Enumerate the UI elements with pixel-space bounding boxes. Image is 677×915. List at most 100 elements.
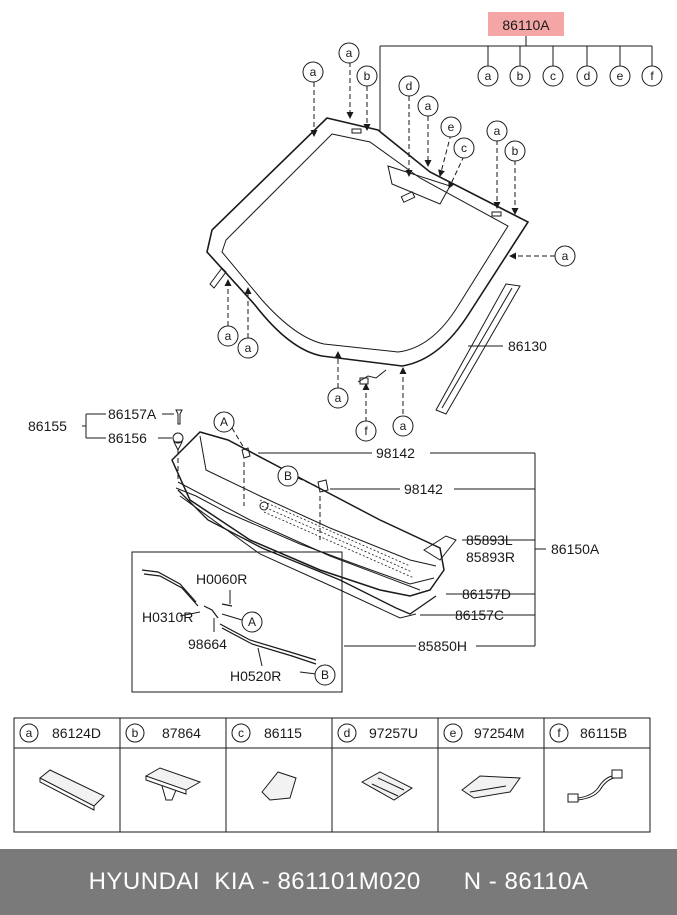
- hose-detail-box: [131, 551, 343, 693]
- svg-text:A: A: [220, 415, 228, 429]
- svg-text:b: b: [512, 144, 519, 158]
- label-86157C[interactable]: 86157C: [455, 607, 504, 623]
- svg-text:a: a: [400, 419, 407, 433]
- label-H0520R[interactable]: H0520R: [230, 668, 281, 684]
- assembly-highlight: [488, 12, 564, 36]
- legend-ref-a: a: [26, 726, 33, 740]
- footer-oem-number[interactable]: 861101M020: [277, 868, 421, 895]
- molding-strip-icon: [39, 769, 105, 811]
- label-86130[interactable]: 86130: [508, 338, 547, 354]
- callout-a-9: a: [392, 415, 414, 437]
- svg-text:a: a: [245, 341, 252, 355]
- sub-ref-d: d: [584, 69, 591, 83]
- label-98664[interactable]: 98664: [188, 636, 227, 652]
- legend-ref-c: c: [238, 726, 244, 740]
- footer-n-value[interactable]: 86110A: [504, 868, 589, 895]
- footer-separator: -: [261, 868, 271, 895]
- cowl-panel: [171, 431, 457, 619]
- cowl-callouts: A B: [213, 411, 299, 487]
- svg-text:a: a: [425, 99, 432, 113]
- callout-d-1: d: [398, 75, 420, 97]
- svg-text:b: b: [364, 69, 371, 83]
- svg-text:f: f: [364, 424, 368, 438]
- footer-bar: HYUNDAI KIA - 861101M020 N - 86110A: [0, 849, 677, 915]
- label-86156[interactable]: 86156: [108, 430, 147, 446]
- legend-ref-f: f: [557, 726, 561, 740]
- label-98142-mid[interactable]: 98142: [404, 481, 443, 497]
- callout-b-2: b: [504, 140, 526, 162]
- label-85893R[interactable]: 85893R: [466, 549, 515, 565]
- hose-parts: [141, 569, 317, 665]
- legend-part-e[interactable]: 97254M: [474, 725, 525, 741]
- label-86157A[interactable]: 86157A: [108, 406, 157, 422]
- callout-a-3: a: [417, 95, 439, 117]
- sub-ref-a: a: [485, 69, 492, 83]
- label-85850H[interactable]: 85850H: [418, 638, 467, 654]
- legend-cell-d: d 97257U: [337, 723, 418, 743]
- legend-table: a 86124D b 87864 c 86115 d 97257U e 9725…: [13, 717, 651, 833]
- callout-e-1: e: [440, 116, 462, 138]
- callout-A-2: A: [241, 611, 263, 633]
- callout-c-1: c: [453, 137, 475, 159]
- svg-text:a: a: [346, 46, 353, 60]
- legend-part-d[interactable]: 97257U: [369, 725, 418, 741]
- windshield-callouts: a a b d a e c a b a a a a f a: [217, 42, 576, 442]
- assembly-bracket: [379, 36, 653, 132]
- legend-cell-a: a 86124D: [19, 723, 101, 743]
- sensor-cover-icon: [461, 775, 521, 799]
- legend-cell-e: e 97254M: [443, 723, 525, 743]
- svg-text:a: a: [562, 249, 569, 263]
- label-86157D[interactable]: 86157D: [462, 586, 511, 602]
- sub-ref-f: f: [650, 69, 654, 83]
- hose-leader-lines: [179, 590, 317, 675]
- svg-text:e: e: [448, 120, 455, 134]
- callout-a-5: a: [554, 245, 576, 267]
- svg-text:c: c: [461, 141, 467, 155]
- svg-text:a: a: [335, 391, 342, 405]
- callout-a-2: a: [338, 42, 360, 64]
- legend-ref-d: d: [344, 726, 351, 740]
- clip-parts: [172, 409, 329, 493]
- legend-ref-e: e: [450, 726, 457, 740]
- callout-B-1: B: [277, 465, 299, 487]
- label-86155[interactable]: 86155: [28, 418, 67, 434]
- label-86150A[interactable]: 86150A: [551, 541, 600, 557]
- legend-cell-f: f 86115B: [549, 723, 627, 743]
- side-molding: [435, 283, 521, 415]
- wire-harness-icon: [567, 769, 623, 803]
- sub-ref-c: c: [550, 69, 556, 83]
- cowl-leader-lines: [82, 413, 546, 647]
- legend-ref-b: b: [132, 726, 139, 740]
- svg-text:a: a: [310, 65, 317, 79]
- cowl-dashed-lines: [177, 427, 321, 540]
- footer-brand: HYUNDAI KIA: [88, 868, 255, 895]
- svg-text:a: a: [225, 329, 232, 343]
- label-98142-top[interactable]: 98142: [376, 445, 415, 461]
- footer-n-label: N: [463, 868, 482, 895]
- callout-A-1: A: [213, 411, 235, 433]
- label-H0060R[interactable]: H0060R: [196, 571, 247, 587]
- label-H0310R[interactable]: H0310R: [142, 609, 193, 625]
- label-85893L[interactable]: 85893L: [466, 532, 513, 548]
- legend-part-c[interactable]: 86115: [264, 725, 302, 741]
- assembly-sub-refs: a b c d e f: [477, 65, 663, 87]
- svg-text:a: a: [494, 124, 501, 138]
- windshield-leader-lines: [224, 62, 555, 422]
- legend-part-f[interactable]: 86115B: [580, 725, 627, 741]
- legend-part-b[interactable]: 87864: [162, 725, 201, 741]
- callout-a-8: a: [327, 387, 349, 409]
- sub-ref-b: b: [517, 69, 524, 83]
- svg-text:B: B: [321, 668, 329, 682]
- legend-part-a[interactable]: 86124D: [52, 725, 101, 741]
- assembly-part-number[interactable]: 86110A: [502, 17, 550, 33]
- clip-icon: [144, 767, 202, 801]
- callout-b-1: b: [356, 65, 378, 87]
- bracket-icon: [360, 771, 413, 801]
- callout-B-2: B: [314, 664, 336, 686]
- pad-icon: [261, 771, 297, 801]
- svg-text:B: B: [284, 469, 292, 483]
- sub-ref-e: e: [617, 69, 624, 83]
- windshield-glass: [206, 117, 530, 385]
- legend-cell-b: b 87864: [125, 723, 201, 743]
